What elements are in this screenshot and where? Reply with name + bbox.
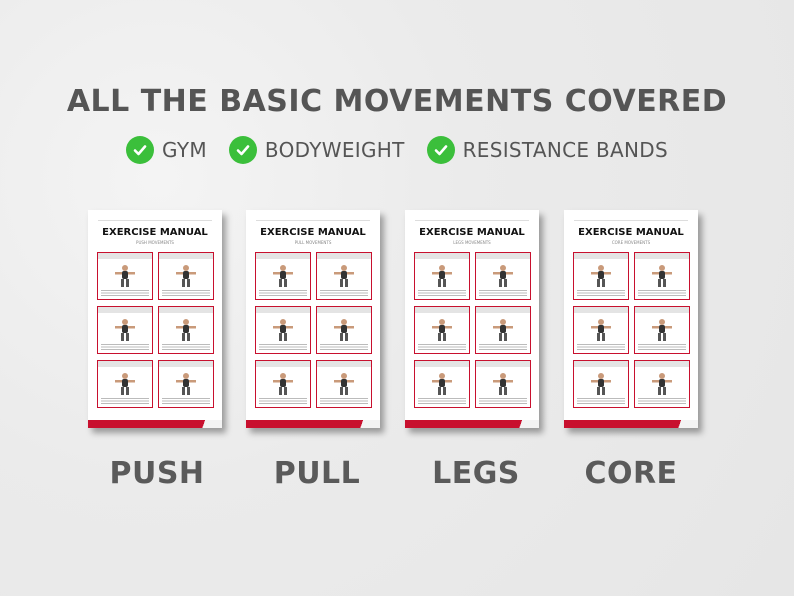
- exercise-card: [97, 306, 153, 354]
- exercise-figure-icon: [488, 372, 518, 400]
- check-circle-icon: [126, 136, 155, 164]
- exercise-figure-icon: [171, 372, 201, 400]
- exercise-card: [97, 252, 153, 300]
- exercise-figure-icon: [427, 318, 457, 346]
- feature-label: BODYWEIGHT: [264, 138, 405, 162]
- exercise-card: [475, 306, 531, 354]
- exercise-figure-icon: [268, 318, 298, 346]
- manual-subtitle: PUSH MOVEMENTS: [136, 240, 174, 245]
- manual-core: EXERCISE MANUAL CORE MOVEMENTS: [564, 210, 698, 428]
- manual-footer: [246, 420, 380, 428]
- exercise-card: [634, 252, 690, 300]
- exercise-card: [316, 252, 372, 300]
- manual-footer: [564, 420, 698, 428]
- manual-footer: [405, 420, 539, 428]
- exercise-card: [255, 252, 311, 300]
- exercise-card: [573, 360, 629, 408]
- exercise-card: [475, 252, 531, 300]
- exercise-grid: [255, 252, 372, 408]
- manual-subtitle: PULL MOVEMENTS: [294, 240, 332, 245]
- exercise-card: [316, 306, 372, 354]
- exercise-card: [158, 360, 214, 408]
- exercise-card: [573, 252, 629, 300]
- category-legs: LEGS: [432, 456, 520, 491]
- exercise-card: [158, 306, 214, 354]
- exercise-card: [414, 252, 470, 300]
- exercise-figure-icon: [329, 264, 359, 292]
- feature-list: GYM BODYWEIGHT RESISTANCE BANDS: [0, 136, 794, 164]
- exercise-card: [255, 306, 311, 354]
- headline: ALL THE BASIC MOVEMENTS COVERED: [66, 84, 728, 119]
- exercise-card: [634, 306, 690, 354]
- feature-bodyweight: BODYWEIGHT: [228, 136, 405, 164]
- exercise-figure-icon: [427, 372, 457, 400]
- exercise-card: [255, 360, 311, 408]
- manual-previews: EXERCISE MANUAL PUSH MOVEMENTS EXERCISE …: [0, 210, 794, 432]
- manual-subtitle: CORE MOVEMENTS: [611, 240, 651, 245]
- exercise-figure-icon: [110, 318, 140, 346]
- exercise-card: [573, 306, 629, 354]
- feature-label: GYM: [162, 138, 207, 162]
- exercise-figure-icon: [488, 318, 518, 346]
- check-circle-icon: [426, 136, 455, 164]
- exercise-figure-icon: [586, 318, 616, 346]
- exercise-figure-icon: [268, 372, 298, 400]
- exercise-card: [316, 360, 372, 408]
- exercise-figure-icon: [171, 318, 201, 346]
- exercise-grid: [97, 252, 214, 408]
- exercise-grid: [573, 252, 690, 408]
- exercise-figure-icon: [268, 264, 298, 292]
- exercise-figure-icon: [329, 318, 359, 346]
- category-push: PUSH: [109, 456, 205, 491]
- exercise-figure-icon: [586, 372, 616, 400]
- manual-pull: EXERCISE MANUAL PULL MOVEMENTS: [246, 210, 380, 428]
- exercise-figure-icon: [110, 372, 140, 400]
- exercise-card: [158, 252, 214, 300]
- exercise-figure-icon: [488, 264, 518, 292]
- manual-title: EXERCISE MANUAL: [260, 227, 366, 238]
- exercise-card: [414, 360, 470, 408]
- exercise-figure-icon: [110, 264, 140, 292]
- exercise-figure-icon: [647, 372, 677, 400]
- feature-gym: GYM: [126, 136, 207, 164]
- manual-footer: [88, 420, 222, 428]
- feature-resistance-bands: RESISTANCE BANDS: [426, 136, 668, 164]
- feature-label: RESISTANCE BANDS: [462, 138, 668, 162]
- exercise-card: [475, 360, 531, 408]
- manual-subtitle: LEGS MOVEMENTS: [453, 240, 491, 245]
- category-core: CORE: [584, 456, 678, 491]
- manual-title: EXERCISE MANUAL: [102, 227, 208, 238]
- manual-legs: EXERCISE MANUAL LEGS MOVEMENTS: [405, 210, 539, 428]
- exercise-card: [97, 360, 153, 408]
- exercise-figure-icon: [329, 372, 359, 400]
- manual-title: EXERCISE MANUAL: [419, 227, 525, 238]
- exercise-figure-icon: [427, 264, 457, 292]
- exercise-figure-icon: [586, 264, 616, 292]
- exercise-figure-icon: [171, 264, 201, 292]
- category-pull: PULL: [273, 456, 361, 491]
- category-labels: PUSH PULL LEGS CORE: [0, 456, 794, 496]
- exercise-card: [414, 306, 470, 354]
- exercise-figure-icon: [647, 264, 677, 292]
- manual-push: EXERCISE MANUAL PUSH MOVEMENTS: [88, 210, 222, 428]
- manual-title: EXERCISE MANUAL: [578, 227, 684, 238]
- exercise-grid: [414, 252, 531, 408]
- exercise-card: [634, 360, 690, 408]
- exercise-figure-icon: [647, 318, 677, 346]
- check-circle-icon: [228, 136, 257, 164]
